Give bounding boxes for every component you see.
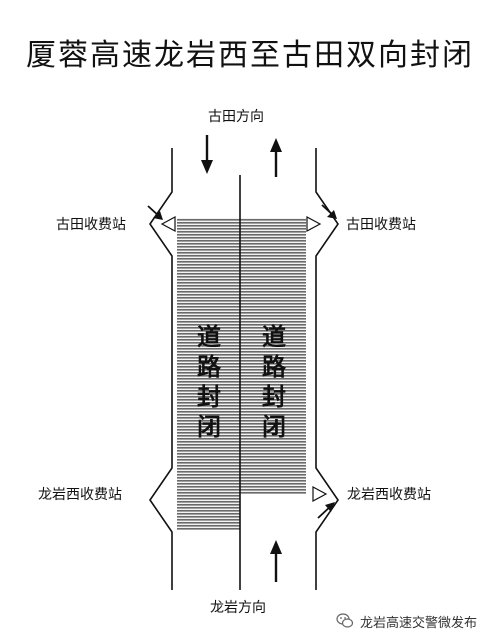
closed-char: 道 [262, 323, 286, 351]
wechat-icon [336, 613, 354, 628]
closed-area-left [177, 218, 240, 530]
closed-char: 道 [197, 323, 221, 351]
ramp-arrow-icon [147, 205, 163, 220]
ramp-arrow-icon [321, 204, 337, 219]
closed-char: 闭 [262, 413, 286, 441]
road-edge-right [315, 148, 339, 590]
ramp-arrow-icon [317, 502, 335, 519]
closed-char: 封 [262, 383, 286, 411]
closed-char: 路 [262, 353, 286, 381]
closed-road-text-left: 道 路 封 闭 [194, 322, 224, 442]
closed-char: 闭 [197, 413, 221, 441]
arrow-up-icon [270, 138, 282, 177]
closed-char: 封 [197, 383, 221, 411]
toll-marker-icon [306, 215, 322, 233]
toll-station-label-bottom-right: 龙岩西收费站 [347, 487, 431, 503]
top-direction-label: 古田方向 [208, 109, 264, 125]
toll-station-label-bottom-left: 龙岩西收费站 [38, 487, 122, 503]
arrow-up-icon [270, 540, 282, 582]
toll-station-label-top-left: 古田收费站 [56, 217, 126, 233]
closed-char: 路 [197, 353, 221, 381]
toll-marker-icon [312, 485, 328, 503]
watermark-text: 龙岩高速交警微发布 [360, 616, 478, 631]
bottom-direction-label: 龙岩方向 [210, 600, 266, 616]
closed-road-text-right: 道 路 封 闭 [259, 322, 289, 442]
road-edge-left [149, 148, 173, 590]
page-title: 厦蓉高速龙岩西至古田双向封闭 [26, 38, 474, 73]
closed-area-right [240, 218, 306, 494]
arrow-down-icon [201, 135, 213, 174]
toll-marker-icon [160, 215, 176, 233]
toll-station-label-top-right: 古田收费站 [346, 217, 416, 233]
